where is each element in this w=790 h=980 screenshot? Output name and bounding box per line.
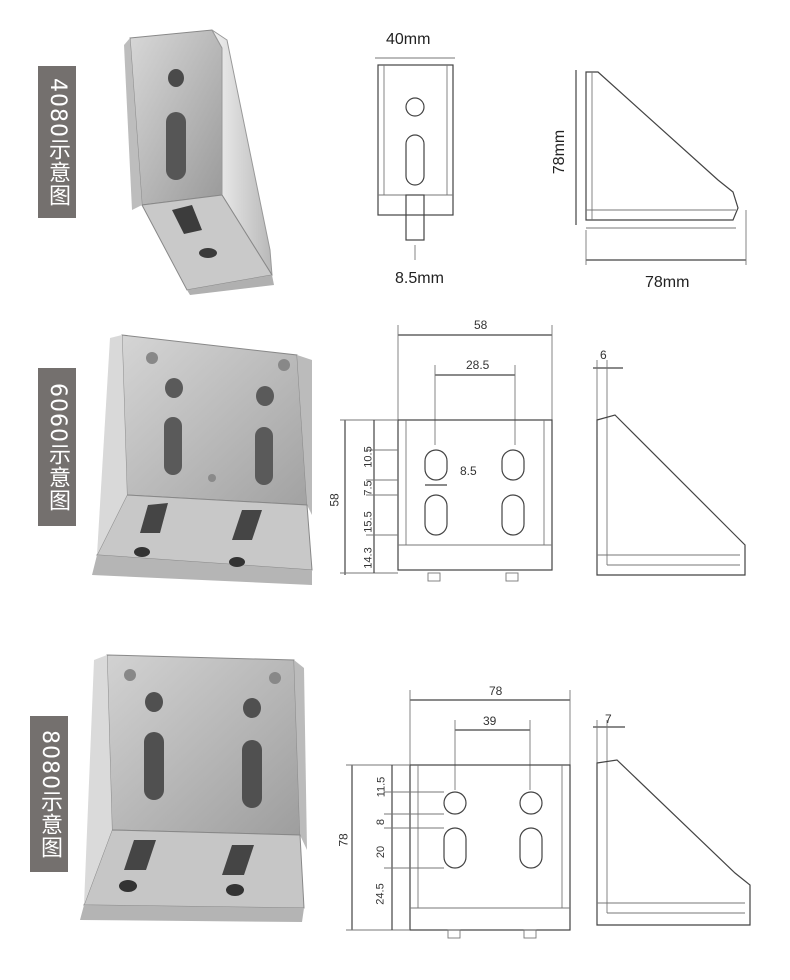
- label-8080: 8080示意图: [30, 716, 68, 872]
- dim-v3-8080: 20: [375, 845, 387, 859]
- front-view-8080: [346, 690, 571, 939]
- dim-v4-6060: 14.3: [362, 547, 375, 569]
- dim-v3-6060: 15.5: [362, 511, 375, 533]
- front-view-4080: [375, 57, 455, 260]
- panel-4080: 4080示意图 40mm 8.5mm: [0, 0, 790, 310]
- dim-thickness-8080: 7: [605, 712, 612, 726]
- dim-width-side-4080: 78mm: [645, 274, 690, 291]
- bracket-photo-4080: [124, 29, 274, 295]
- front-view-6060: [340, 325, 553, 582]
- dim-v1-6060: 10.5: [362, 446, 375, 468]
- dim-inner-8080: 39: [483, 714, 497, 728]
- dim-width-top-6060: 58: [474, 318, 488, 332]
- label-6060: 6060示意图: [38, 368, 76, 526]
- bracket-photo-8080: [80, 654, 307, 922]
- panel-6060: 6060示意图: [0, 310, 790, 620]
- dim-v2-6060: 7.5: [362, 480, 375, 496]
- dim-slot-6060: 8.5: [460, 464, 477, 478]
- dim-width-top-4080: 40mm: [386, 31, 431, 48]
- side-view-8080: [593, 720, 751, 926]
- label-4080: 4080示意图: [38, 66, 76, 218]
- panel-8080: 8080示意图: [0, 620, 790, 957]
- dim-height-left-6060: 58: [327, 493, 342, 507]
- bracket-photo-6060: [92, 334, 313, 585]
- dim-slot-4080: 8.5mm: [395, 270, 444, 287]
- dim-thickness-6060: 6: [600, 348, 607, 362]
- dim-width-top-8080: 78: [489, 684, 503, 698]
- dim-v4-8080: 24.5: [374, 883, 387, 905]
- dim-v2-8080: 8: [375, 818, 387, 826]
- dim-inner-6060: 28.5: [466, 358, 490, 372]
- side-view-6060: [593, 360, 746, 576]
- dim-height-left-8080: 78: [336, 833, 351, 847]
- dim-v1-8080: 11.5: [375, 776, 387, 798]
- side-view-4080: [575, 70, 747, 265]
